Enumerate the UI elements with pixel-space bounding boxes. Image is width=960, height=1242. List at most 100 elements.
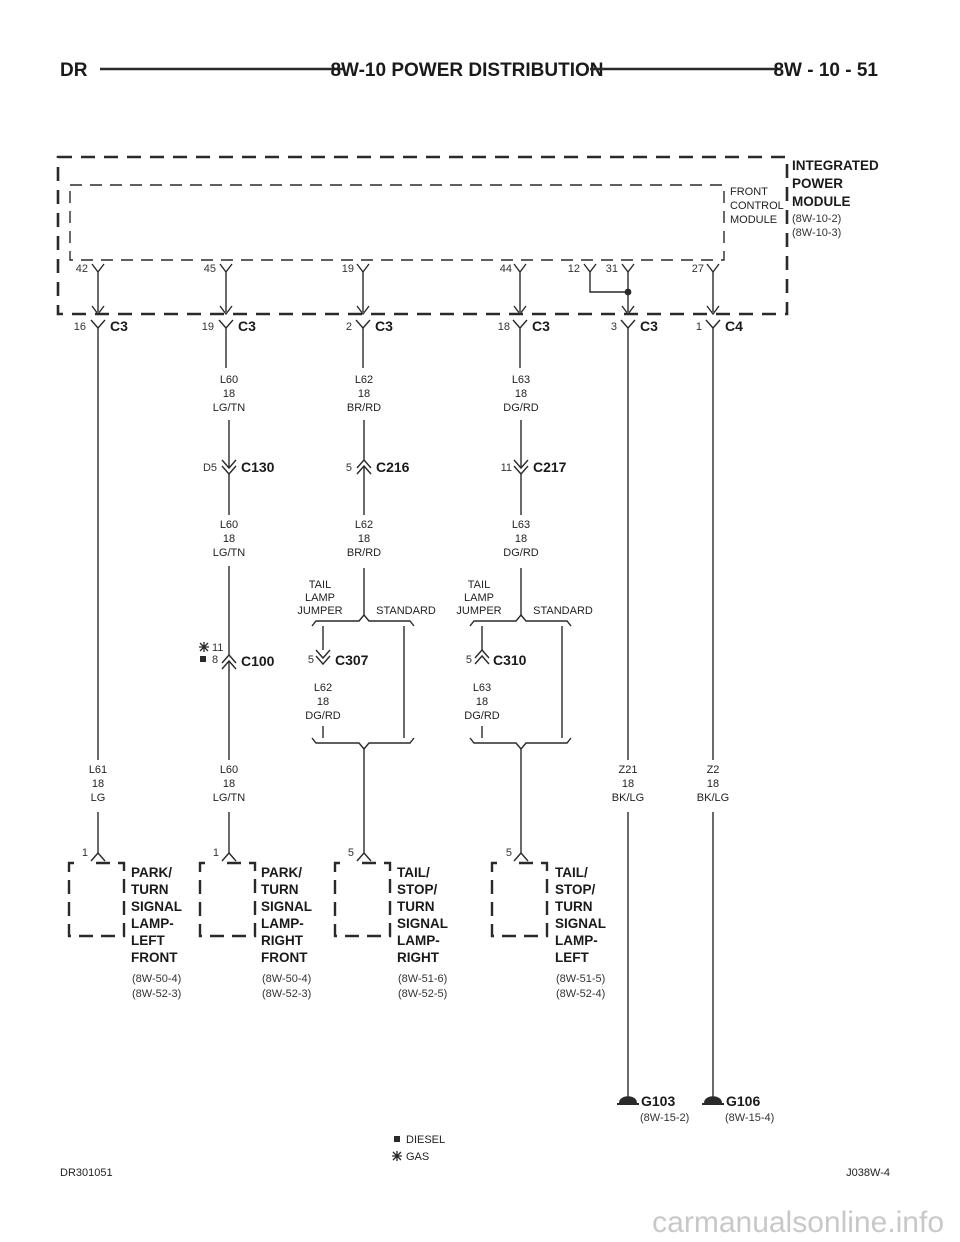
ground-g103-icon [619,1096,637,1103]
connector-c217-label: C217 [533,459,567,475]
connector-c3-label-18: C3 [532,318,550,334]
wire-l60-gauge-1: 18 [223,388,235,400]
connector-c307-symbol [315,649,331,666]
fcm-pin-31-terminal [621,263,635,274]
ipm-connectors: 16 C3 19 C3 2 C3 18 C3 3 C3 1 C4 [74,318,743,334]
wire-l60-color-3: LG/TN [213,792,245,804]
integrated-power-module: INTEGRATED POWER MODULE (8W-10-2) (8W-10… [56,155,879,316]
fcm-pin-44-terminal [513,263,527,274]
ipm-label-1: INTEGRATED [792,158,879,173]
wire-z21-gauge: 18 [622,778,634,790]
component-tail-stop-turn-right: 5 TAIL/ STOP/ TURN SIGNAL LAMP- RIGHT (8… [333,847,448,1000]
ipm-arrow-2 [219,305,233,316]
component-lf-pin: 1 [82,847,88,859]
wire-l62-gauge-3: 18 [317,696,329,708]
component-rf-ref-1: (8W-50-4) [262,973,311,985]
wire-l63-gauge-2: 18 [515,533,527,545]
ipm-label-3: MODULE [792,194,851,209]
wire-l62-gauge-2: 18 [358,533,370,545]
component-rr-line-6: RIGHT [397,950,440,965]
fcm-pin-45: 45 [204,263,216,275]
option-jumper-label-r1: TAIL [468,579,490,591]
circuit-z21: Z21 18 BK/LG G103 (8W-15-2) [612,328,689,1124]
circuit-z2: Z2 18 BK/LG G106 (8W-15-4) [697,328,774,1124]
header-section-code: DR [60,60,88,81]
connector-c3-pin-3: 3 [611,321,617,333]
option-bracket-top-r [469,613,572,627]
wire-l62-gauge-1: 18 [358,388,370,400]
ipm-arrow-3 [356,305,370,316]
connector-c307-pin: 5 [308,654,314,666]
connector-c3-pin-18: 18 [498,321,510,333]
ipm-label-2: POWER [792,176,843,191]
component-lr-line-3: TURN [555,899,593,914]
ground-g106-icon [704,1096,722,1103]
ipm-ref-2: (8W-10-3) [792,227,841,239]
component-lf-ref-2: (8W-52-3) [132,988,181,1000]
component-lr-ref-2: (8W-52-4) [556,988,605,1000]
diesel-square-icon [200,656,206,662]
option-bracket-bottom [311,737,415,751]
option-jumper-label-r2: LAMP [464,592,494,604]
footer-figure-code: DR301051 [60,1167,113,1179]
connector-c100-pin-gas: 11 [212,642,223,654]
legend-gas-icon [392,1151,402,1161]
component-rf-pin: 1 [213,847,219,859]
component-rr-line-4: SIGNAL [397,916,448,931]
component-rf-line-6: FRONT [261,950,308,965]
connector-c3-pin-16: 16 [74,321,86,333]
component-lf-line-2: TURN [131,882,169,897]
wire-l60-color-2: LG/TN [213,547,245,559]
ipm-arrow-4 [513,305,527,316]
fcm-pin-12: 12 [568,263,580,275]
component-lr-ref-1: (8W-51-5) [556,973,605,985]
connector-c130-pin: D5 [203,462,217,474]
connector-c3-label-19: C3 [238,318,256,334]
component-rr-ref-2: (8W-52-5) [398,988,447,1000]
component-lf-line-1: PARK/ [131,865,172,880]
component-park-turn-right-front: 1 PARK/ TURN SIGNAL LAMP- RIGHT FRONT (8… [198,847,312,1000]
component-rr-pin: 5 [348,847,354,859]
connector-c3-label-2: C3 [375,318,393,334]
fcm-pin-42: 42 [76,263,88,275]
connector-c130-label: C130 [241,459,275,475]
wire-l63-color-1: DG/RD [503,402,539,414]
option-jumper-label-3: JUMPER [297,605,342,617]
header-page-number: 8W - 10 - 51 [773,60,878,81]
wire-l62-color-1: BR/RD [347,402,381,414]
fcm-pin-27: 27 [692,263,704,275]
option-standard-label-r: STANDARD [533,605,593,617]
fcm-pin-19-terminal [356,263,370,274]
fcm-pin-12-terminal [583,263,597,274]
connector-c310-label: C310 [493,652,527,668]
wire-z21-code: Z21 [619,764,638,776]
wire-l62-color-2: BR/RD [347,547,381,559]
component-tail-stop-turn-left: 5 TAIL/ STOP/ TURN SIGNAL LAMP- LEFT (8W… [490,847,606,1000]
component-rr-ref-1: (8W-51-6) [398,973,447,985]
option-jumper-label-2: LAMP [305,592,335,604]
component-rf-ref-2: (8W-52-3) [262,988,311,1000]
component-lr-line-5: LAMP- [555,933,598,948]
component-lf-terminal [90,851,106,862]
page-header: DR 8W-10 POWER DISTRIBUTION 8W - 10 - 51 [60,60,878,81]
fcm-pin-45-terminal [219,263,233,274]
component-lf-line-4: LAMP- [131,916,174,931]
option-bracket-bottom-r [469,737,572,751]
fcm-label-3: MODULE [730,214,777,226]
component-lr-line-6: LEFT [555,950,589,965]
fcm-pin-31: 31 [606,263,618,275]
wire-l62-color-3: DG/RD [305,710,341,722]
option-standard-label: STANDARD [376,605,436,617]
ground-g106-ref: (8W-15-4) [725,1112,774,1124]
wire-l63-color-2: DG/RD [503,547,539,559]
component-lr-line-4: SIGNAL [555,916,606,931]
component-rr-line-2: STOP/ [397,882,438,897]
fcm-outline [69,184,725,261]
option-bracket-top [311,613,415,627]
splice-dot [624,288,632,296]
fcm-pin-44: 44 [500,263,512,275]
ground-g103-ref: (8W-15-2) [640,1112,689,1124]
connector-c100-label: C100 [241,653,275,669]
component-lr-line-2: STOP/ [555,882,596,897]
component-lr-terminal [513,851,529,862]
